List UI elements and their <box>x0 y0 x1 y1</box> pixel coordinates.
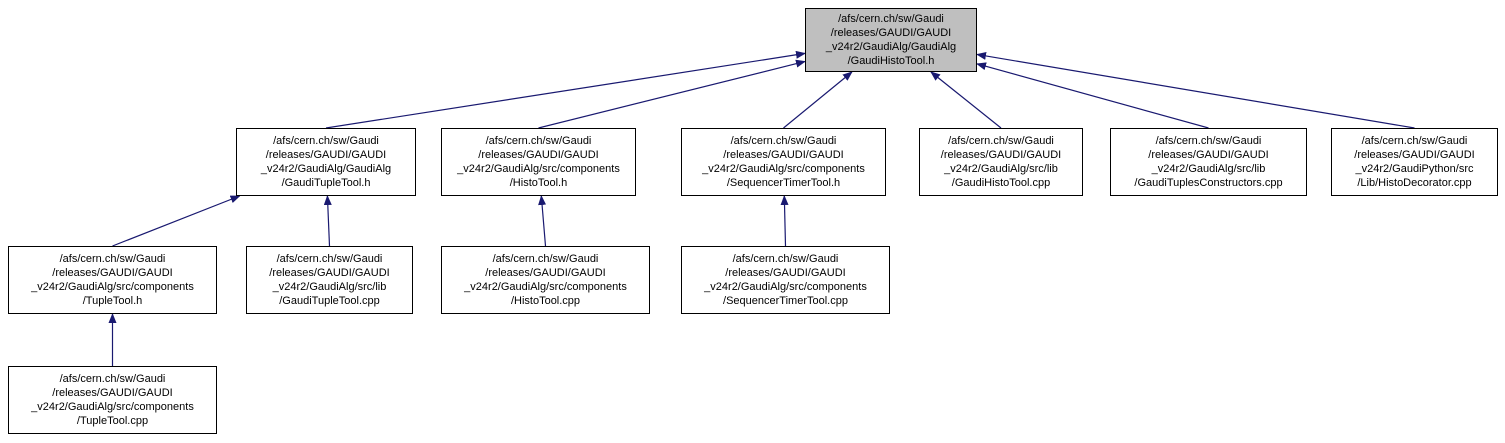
node-label-line: /afs/cern.ch/sw/Gaudi <box>59 253 166 265</box>
graph-node-histotool-cpp[interactable]: /afs/cern.ch/sw/Gaudi/releases/GAUDI/GAU… <box>441 246 650 314</box>
node-label-line: /HistoTool.h <box>509 177 568 189</box>
include-edge-sequencertimertool-cpp-to-sequencertimertool-h <box>780 195 789 247</box>
graph-node-sequencertimertool-cpp[interactable]: /afs/cern.ch/sw/Gaudi/releases/GAUDI/GAU… <box>681 246 890 314</box>
node-label-line: /releases/GAUDI/GAUDI <box>1354 149 1475 161</box>
node-label-line: /GaudiTupleTool.cpp <box>279 295 380 307</box>
include-edge-tupletool-h-to-gauditupletool-h <box>112 195 241 247</box>
node-label-line: /GaudiTupleTool.h <box>281 177 371 189</box>
include-edge-histotool-h-to-gaudihistotool-h <box>538 59 806 129</box>
node-label-line: /afs/cern.ch/sw/Gaudi <box>485 135 592 147</box>
include-edge-histodecorator-cpp-to-gaudihistotool-h <box>976 52 1415 129</box>
node-label-line: /SequencerTimerTool.h <box>726 177 841 189</box>
node-label-line: /GaudiHistoTool.cpp <box>951 177 1051 189</box>
node-label-line: _v24r2/GaudiAlg/GaudiAlg <box>260 163 392 175</box>
include-edge-gauditupletool-cpp-to-gauditupletool-h <box>323 195 332 247</box>
include-edge-sequencertimertool-h-to-gaudihistotool-h <box>783 71 853 129</box>
node-label-line: /releases/GAUDI/GAUDI <box>269 267 390 279</box>
include-edge-gaudihistotool-cpp-to-gaudihistotool-h <box>930 71 1002 129</box>
graph-node-sequencertimertool-h[interactable]: /afs/cern.ch/sw/Gaudi/releases/GAUDI/GAU… <box>681 128 886 196</box>
node-label-line: _v24r2/GaudiAlg/src/lib <box>944 163 1058 175</box>
node-label-line: /afs/cern.ch/sw/Gaudi <box>492 253 599 265</box>
graph-node-histotool-h[interactable]: /afs/cern.ch/sw/Gaudi/releases/GAUDI/GAU… <box>441 128 636 196</box>
node-label-line: _v24r2/GaudiAlg/src/components <box>31 281 194 293</box>
node-label-line: _v24r2/GaudiPython/src <box>1355 163 1474 175</box>
node-label-line: _v24r2/GaudiAlg/src/lib <box>272 281 387 293</box>
node-label-line: /afs/cern.ch/sw/Gaudi <box>1155 135 1262 147</box>
node-label-line: /afs/cern.ch/sw/Gaudi <box>59 373 166 385</box>
graph-node-tupletool-h[interactable]: /afs/cern.ch/sw/Gaudi/releases/GAUDI/GAU… <box>8 246 217 314</box>
node-label-line: _v24r2/GaudiAlg/GaudiAlg <box>825 41 957 53</box>
node-label-line: /afs/cern.ch/sw/Gaudi <box>276 253 383 265</box>
node-label-line: _v24r2/GaudiAlg/src/components <box>457 163 620 175</box>
include-edge-gauditupletool-h-to-gaudihistotool-h <box>325 50 806 129</box>
graph-node-tupletool-cpp[interactable]: /afs/cern.ch/sw/Gaudi/releases/GAUDI/GAU… <box>8 366 217 434</box>
graph-node-histodecorator-cpp[interactable]: /afs/cern.ch/sw/Gaudi/releases/GAUDI/GAU… <box>1331 128 1498 196</box>
node-label-line: /releases/GAUDI/GAUDI <box>725 267 846 279</box>
node-label-line: /releases/GAUDI/GAUDI <box>1148 149 1269 161</box>
node-label-line: /releases/GAUDI/GAUDI <box>265 149 387 161</box>
node-label-line: _v24r2/GaudiAlg/src/components <box>464 281 627 293</box>
include-edge-histotool-cpp-to-histotool-h <box>538 195 547 247</box>
node-label-line: /releases/GAUDI/GAUDI <box>478 149 599 161</box>
include-edge-gaudituplesconstructors-cpp-to-gaudihistotool-h <box>976 62 1209 129</box>
node-label-line: /releases/GAUDI/GAUDI <box>830 27 952 39</box>
node-label-line: /TupleTool.h <box>82 295 143 307</box>
node-label-line: /afs/cern.ch/sw/Gaudi <box>1361 135 1468 147</box>
node-label-line: /GaudiHistoTool.h <box>847 55 935 67</box>
graph-node-gauditupletool-h[interactable]: /afs/cern.ch/sw/Gaudi/releases/GAUDI/GAU… <box>236 128 416 196</box>
node-label-line: /afs/cern.ch/sw/Gaudi <box>730 135 837 147</box>
graph-node-gaudituplesconstructors-cpp[interactable]: /afs/cern.ch/sw/Gaudi/releases/GAUDI/GAU… <box>1110 128 1307 196</box>
node-label-line: /Lib/HistoDecorator.cpp <box>1357 177 1472 189</box>
node-label-line: /HistoTool.cpp <box>510 295 581 307</box>
graph-node-gauditupletool-cpp[interactable]: /afs/cern.ch/sw/Gaudi/releases/GAUDI/GAU… <box>246 246 413 314</box>
node-label-line: _v24r2/GaudiAlg/src/components <box>31 401 194 413</box>
node-label-line: /releases/GAUDI/GAUDI <box>52 387 173 399</box>
node-label-line: /releases/GAUDI/GAUDI <box>723 149 844 161</box>
node-label-line: /releases/GAUDI/GAUDI <box>485 267 606 279</box>
node-label-line: _v24r2/GaudiAlg/src/lib <box>1151 163 1266 175</box>
node-label-line: /SequencerTimerTool.cpp <box>723 295 848 307</box>
graph-node-gaudihistotool-h: /afs/cern.ch/sw/Gaudi/releases/GAUDI/GAU… <box>805 8 977 72</box>
node-label-line: /afs/cern.ch/sw/Gaudi <box>273 135 379 147</box>
node-label-line: /afs/cern.ch/sw/Gaudi <box>732 253 839 265</box>
node-label-line: /afs/cern.ch/sw/Gaudi <box>948 135 1054 147</box>
node-label-line: /releases/GAUDI/GAUDI <box>52 267 173 279</box>
node-label-line: /TupleTool.cpp <box>76 415 149 427</box>
graph-node-gaudihistotool-cpp[interactable]: /afs/cern.ch/sw/Gaudi/releases/GAUDI/GAU… <box>919 128 1083 196</box>
node-label-line: _v24r2/GaudiAlg/src/components <box>704 281 867 293</box>
node-label-line: _v24r2/GaudiAlg/src/components <box>702 163 865 175</box>
node-label-line: /afs/cern.ch/sw/Gaudi <box>838 13 944 25</box>
node-label-line: /GaudiTuplesConstructors.cpp <box>1134 177 1283 189</box>
node-label-line: /releases/GAUDI/GAUDI <box>940 149 1062 161</box>
